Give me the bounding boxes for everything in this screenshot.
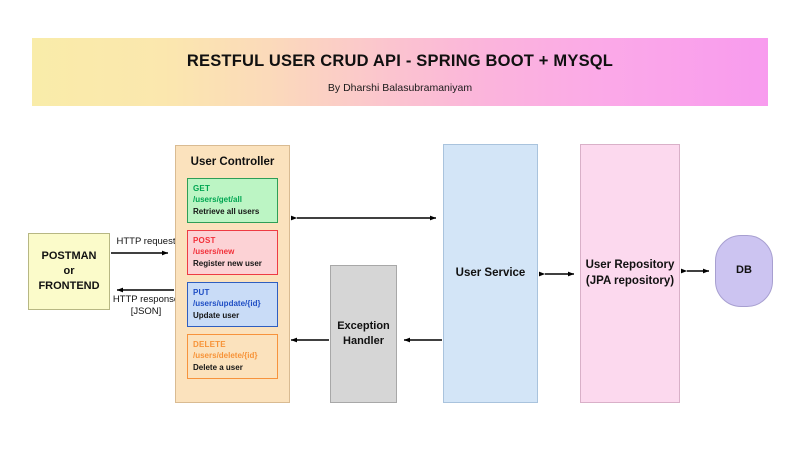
endpoint-path: /users/update/{id} (193, 299, 261, 309)
controller-title: User Controller (190, 156, 275, 168)
endpoint-method: POST (193, 235, 216, 245)
endpoint-path: /users/new (193, 247, 235, 257)
endpoint-method: PUT (193, 288, 210, 298)
repository-label-line1: User Repository (585, 258, 675, 271)
repository-node[interactable]: User Repository (JPA repository) (580, 144, 680, 403)
endpoint-description: Register new user (193, 258, 262, 268)
exception-handler-node[interactable]: Exception Handler (330, 265, 397, 403)
endpoint-method: GET (193, 183, 211, 193)
repository-label-line2: (JPA repository) (585, 274, 675, 287)
exception-handler-label-line1: Exception (337, 319, 390, 332)
service-label: User Service (455, 266, 526, 279)
controller-node[interactable]: User Controller GET /users/get/all Retri… (175, 145, 290, 403)
endpoint-card-get[interactable]: GET /users/get/all Retrieve all users (187, 177, 278, 223)
page-title: RESTFUL USER CRUD API - SPRING BOOT + MY… (186, 52, 614, 70)
endpoint-card-delete[interactable]: DELETE /users/delete/{id} Delete a user (187, 334, 278, 380)
client-label-line1: POSTMAN (41, 249, 97, 262)
endpoint-description: Delete a user (193, 362, 243, 372)
endpoint-card-post[interactable]: POST /users/new Register new user (187, 229, 278, 276)
page-subtitle: By Dharshi Balasubramaniyam (327, 82, 473, 94)
client-label-line2: or (63, 264, 75, 277)
database-label: DB (736, 264, 752, 277)
endpoint-list: GET /users/get/all Retrieve all users PO… (176, 177, 289, 380)
endpoint-method: DELETE (193, 340, 226, 350)
endpoint-description: Retrieve all users (193, 206, 260, 216)
client-node[interactable]: POSTMAN or FRONTEND (28, 233, 110, 310)
endpoint-card-put[interactable]: PUT /users/update/{id} Update user (187, 282, 278, 328)
edge-label-http-response: HTTP response (112, 294, 180, 305)
client-label-line3: FRONTEND (38, 280, 100, 293)
edge-label-http-request: HTTP request (116, 236, 176, 247)
service-node[interactable]: User Service (443, 144, 538, 403)
endpoint-path: /users/delete/{id} (193, 351, 258, 361)
header-banner: RESTFUL USER CRUD API - SPRING BOOT + MY… (32, 38, 768, 106)
endpoint-path: /users/get/all (193, 195, 242, 205)
exception-handler-label-line2: Handler (343, 335, 384, 347)
endpoint-description: Update user (193, 310, 240, 320)
edge-label-http-response-json: [JSON] (130, 306, 162, 317)
database-node[interactable]: DB (715, 235, 773, 307)
